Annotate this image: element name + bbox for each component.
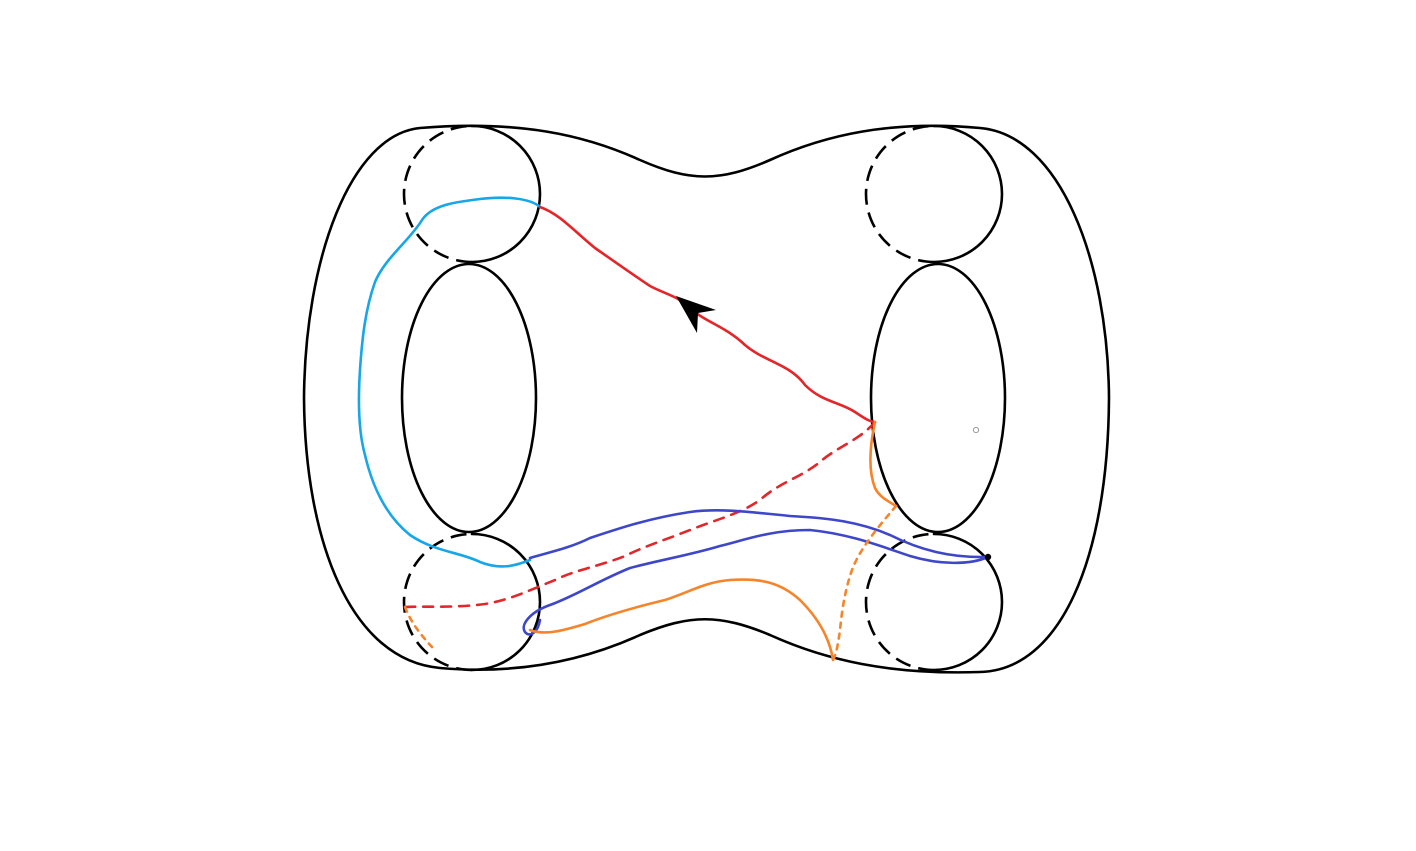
red-curve-dashed <box>403 420 877 609</box>
base-point <box>984 553 992 561</box>
boundary-circle-top-right-back <box>864 124 935 264</box>
cursor-circle-icon[interactable] <box>972 426 980 434</box>
boundary-circle-bottom-left-back <box>402 532 473 672</box>
boundary-circle-top-right-front <box>932 124 1004 264</box>
boundary-circle-bottom-right-back <box>864 532 935 672</box>
left-hole <box>400 262 538 534</box>
blue-loop <box>522 509 990 636</box>
red-curve-solid <box>538 205 877 424</box>
right-hole <box>869 262 1007 534</box>
orange-curve-bottom <box>528 578 835 662</box>
boundary-circle-bottom-left-front <box>470 532 542 672</box>
boundary-circle-top-left-back <box>402 124 473 264</box>
surface-outline <box>302 124 1111 674</box>
orange-curve-dotted-left <box>403 605 434 649</box>
cyan-curve <box>357 196 542 568</box>
orange-curve-dotted-right <box>831 504 898 662</box>
arrow-head-icon <box>676 296 716 333</box>
boundary-circle-top-left-front <box>470 124 542 264</box>
orange-curve-solid <box>869 420 898 508</box>
boundary-circle-bottom-right-front <box>932 532 1004 672</box>
